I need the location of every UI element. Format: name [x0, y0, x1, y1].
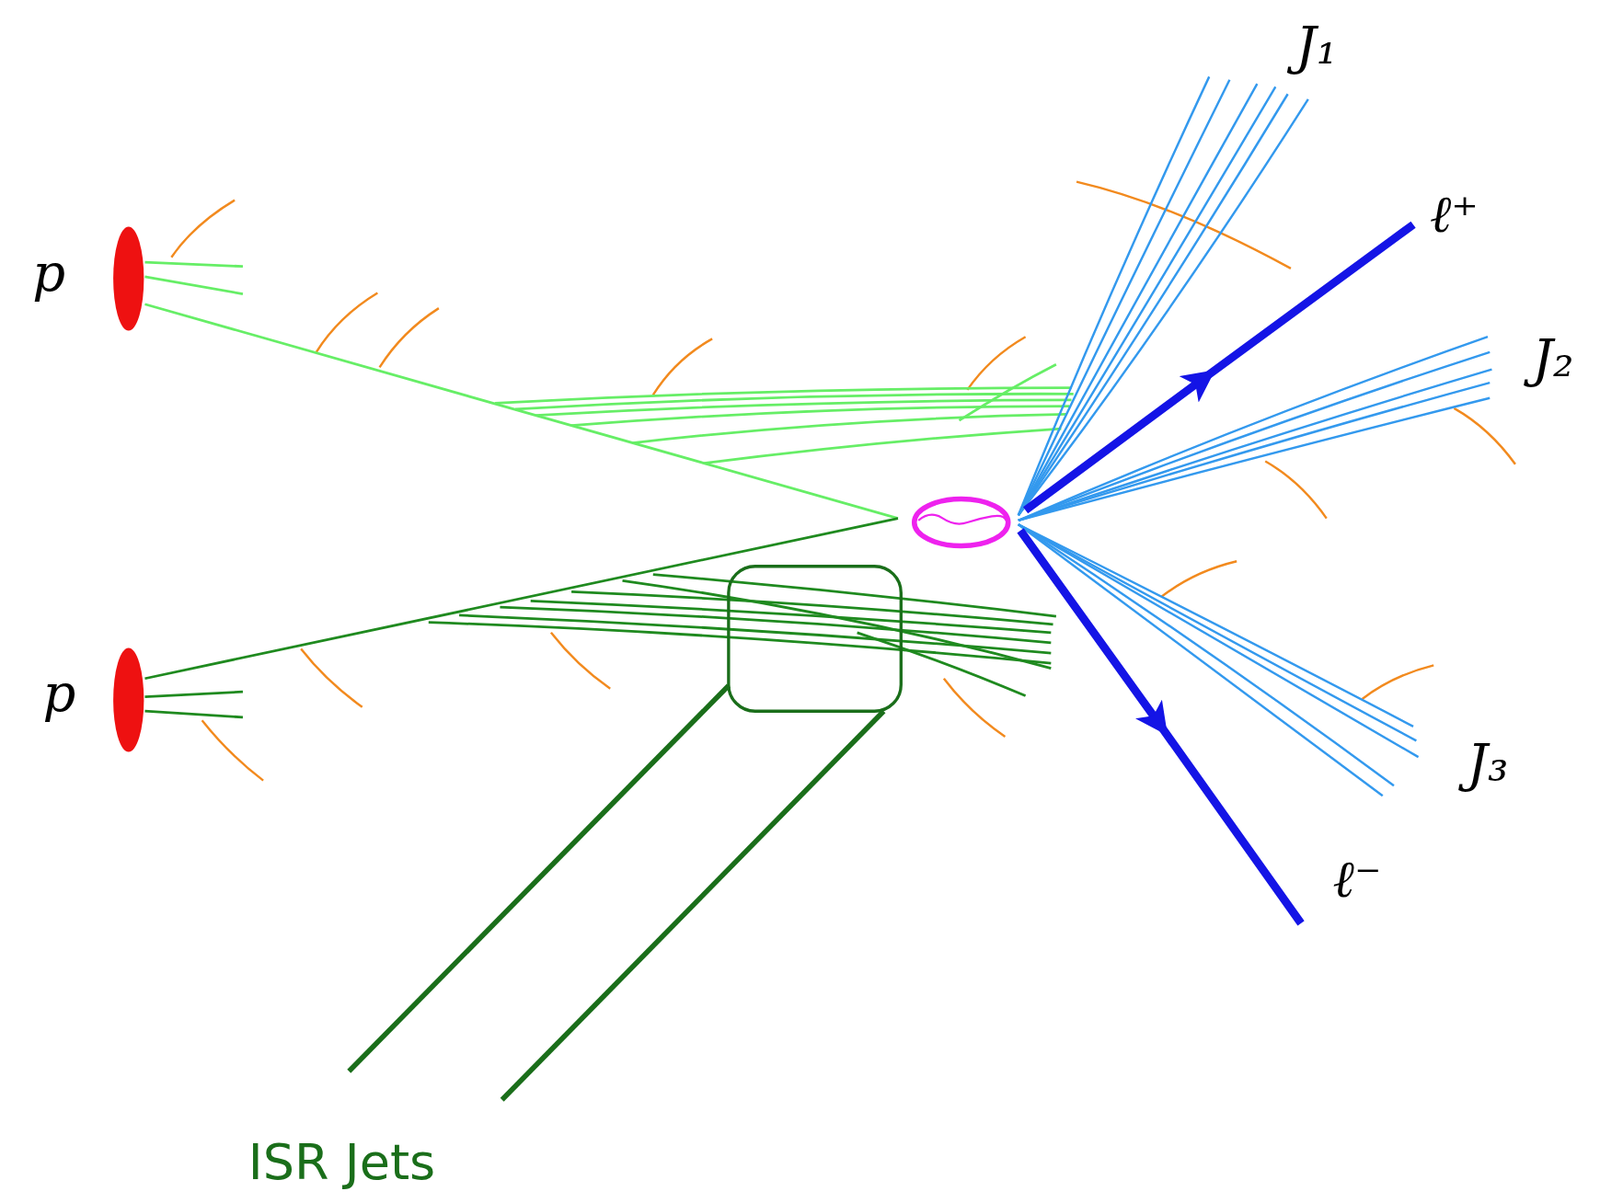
jet-label: J₃: [1467, 737, 1509, 790]
isr-callout: [348, 566, 901, 1101]
jet-label: J₁: [1295, 20, 1337, 72]
lepton-label: ℓ⁻: [1333, 853, 1382, 906]
lepton-track: [1020, 224, 1414, 924]
lower-parton-shower: [144, 518, 1056, 718]
hard-process: [914, 499, 1009, 547]
jet-label: J₂: [1532, 333, 1575, 385]
final-jets: [1018, 76, 1493, 796]
proton-label: p: [42, 667, 76, 720]
soft-radiation: [171, 182, 1516, 782]
isr-label: ISR Jets: [248, 1138, 436, 1188]
proton: [113, 226, 144, 752]
upper-parton-shower: [144, 262, 1073, 518]
lepton-label: ℓ⁺: [1429, 188, 1479, 241]
proton-label: p: [32, 247, 66, 300]
